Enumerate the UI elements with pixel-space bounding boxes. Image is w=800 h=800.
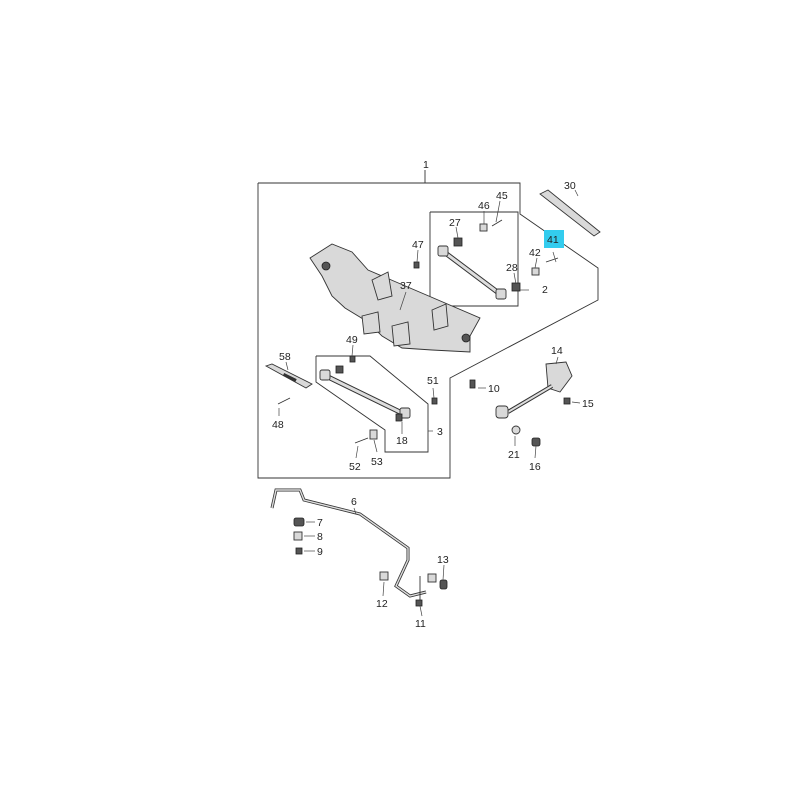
bracket-plate <box>264 363 313 405</box>
part-label-11[interactable]: 11 <box>415 618 426 630</box>
part-label-16[interactable]: 16 <box>529 461 541 473</box>
part-labels: 1 30 45 46 27 41 47 42 28 37 2 49 14 58 … <box>272 159 594 630</box>
lower-link <box>319 355 438 444</box>
part-label-37[interactable]: 37 <box>400 280 412 292</box>
stabilizer-bar <box>270 488 448 607</box>
part-label-47[interactable]: 47 <box>412 239 424 251</box>
part-label-58[interactable]: 58 <box>279 351 291 363</box>
subassembly-box-3 <box>315 355 429 453</box>
part-label-45[interactable]: 45 <box>496 190 508 202</box>
part-label-6[interactable]: 6 <box>351 496 357 508</box>
part-label-48[interactable]: 48 <box>272 419 284 431</box>
part-label-7[interactable]: 7 <box>317 517 323 529</box>
part-label-28[interactable]: 28 <box>506 262 518 274</box>
part-label-12[interactable]: 12 <box>376 598 388 610</box>
trailing-arm <box>469 361 573 447</box>
part-label-51[interactable]: 51 <box>427 375 439 387</box>
part-label-13[interactable]: 13 <box>437 554 449 566</box>
part-label-30[interactable]: 30 <box>564 180 576 192</box>
highlight-box-41 <box>544 230 564 248</box>
subassembly-box-2 <box>429 211 519 307</box>
part-label-46[interactable]: 46 <box>478 200 490 212</box>
part-label-27[interactable]: 27 <box>449 217 461 229</box>
part-label-53[interactable]: 53 <box>371 456 383 468</box>
part-label-9[interactable]: 9 <box>317 546 323 558</box>
crossmember <box>309 243 481 353</box>
bar-30 <box>539 189 601 237</box>
part-label-14[interactable]: 14 <box>551 345 563 357</box>
assembly-outline <box>257 170 599 479</box>
upper-link <box>413 219 559 300</box>
leader-lines <box>278 189 581 617</box>
part-label-41[interactable]: 41 <box>547 234 559 246</box>
part-label-10[interactable]: 10 <box>488 383 500 395</box>
part-label-1[interactable]: 1 <box>423 159 429 171</box>
part-label-18[interactable]: 18 <box>396 435 408 447</box>
part-label-42[interactable]: 42 <box>529 247 541 259</box>
part-label-15[interactable]: 15 <box>582 398 594 410</box>
part-label-52[interactable]: 52 <box>349 461 361 473</box>
part-label-49[interactable]: 49 <box>346 334 358 346</box>
part-label-2[interactable]: 2 <box>542 284 548 296</box>
part-label-8[interactable]: 8 <box>317 531 323 543</box>
part-label-21[interactable]: 21 <box>508 449 520 461</box>
part-label-3[interactable]: 3 <box>437 426 443 438</box>
